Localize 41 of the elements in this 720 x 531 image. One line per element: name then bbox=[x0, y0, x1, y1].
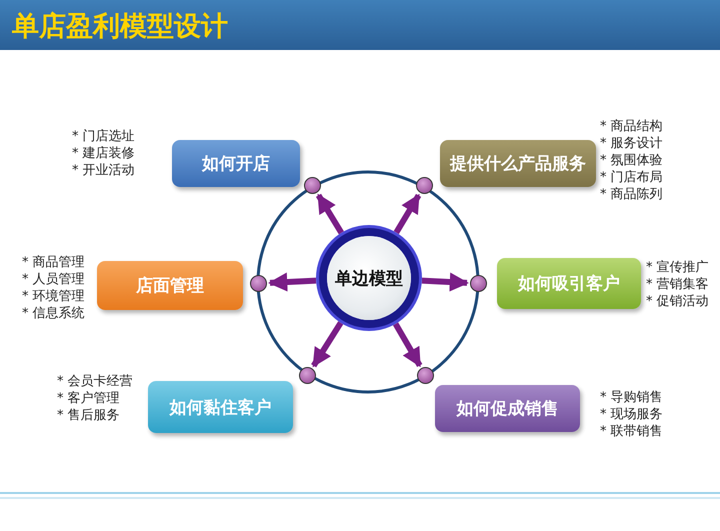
bullet-item: * 商品结构 bbox=[600, 118, 663, 135]
bullet-item: * 联带销售 bbox=[600, 423, 663, 440]
ring-dot bbox=[416, 177, 433, 194]
center-circle: 单边模型 bbox=[327, 236, 411, 320]
bullet-item: * 营销集客 bbox=[646, 276, 709, 293]
ring-dot bbox=[470, 275, 487, 292]
topic-box: 店面管理 bbox=[97, 261, 243, 310]
topic-box: 提供什么产品服务 bbox=[440, 140, 596, 187]
bullet-item: * 人员管理 bbox=[22, 271, 85, 288]
bullet-item: * 宣传推广 bbox=[646, 259, 709, 276]
arrow bbox=[316, 194, 344, 234]
bullet-item: * 促销活动 bbox=[646, 293, 709, 310]
arrow bbox=[392, 322, 422, 368]
ring-dot bbox=[417, 367, 434, 384]
topic-box: 如何吸引客户 bbox=[497, 258, 641, 309]
arrow bbox=[394, 194, 422, 234]
bullet-item: * 开业活动 bbox=[72, 162, 135, 179]
ring-dot bbox=[304, 177, 321, 194]
arrow bbox=[422, 272, 469, 292]
bullet-item: * 信息系统 bbox=[22, 305, 85, 322]
bullet-item: * 导购销售 bbox=[600, 389, 663, 406]
arrow bbox=[268, 272, 316, 292]
topic-box: 如何开店 bbox=[172, 140, 300, 187]
bullet-item: * 门店布局 bbox=[600, 169, 663, 186]
topic-box: 如何促成销售 bbox=[435, 385, 580, 432]
bullet-item: * 服务设计 bbox=[600, 135, 663, 152]
topic-box: 如何黏住客户 bbox=[148, 381, 293, 433]
bullet-item: * 氛围体验 bbox=[600, 152, 663, 169]
bullet-item: * 建店装修 bbox=[72, 145, 135, 162]
bullet-item: * 售后服务 bbox=[57, 407, 120, 424]
title: 单店盈利模型设计 bbox=[12, 10, 228, 44]
arrow bbox=[311, 321, 344, 368]
bullet-item: * 会员卡经营 bbox=[57, 373, 133, 390]
bullet-item: * 现场服务 bbox=[600, 406, 663, 423]
ring-dot bbox=[250, 275, 267, 292]
ring-dot bbox=[299, 367, 316, 384]
bullet-item: * 门店选址 bbox=[72, 128, 135, 145]
bullet-item: * 环境管理 bbox=[22, 288, 85, 305]
bullet-item: * 商品管理 bbox=[22, 254, 85, 271]
bullet-item: * 商品陈列 bbox=[600, 186, 663, 203]
bullet-item: * 客户管理 bbox=[57, 390, 120, 407]
